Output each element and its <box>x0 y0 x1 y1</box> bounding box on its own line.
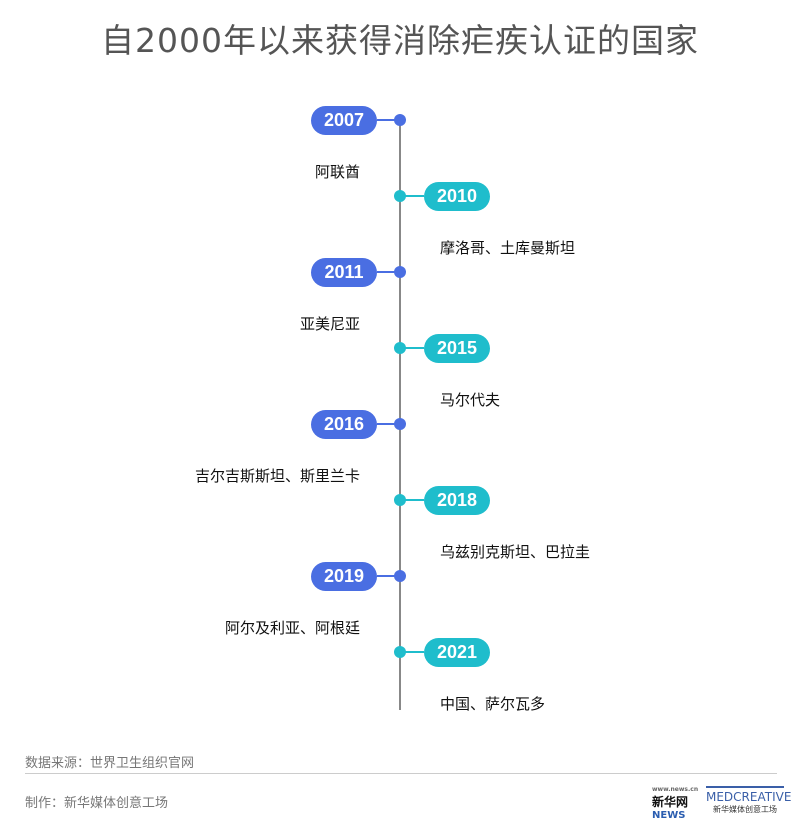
year-badge: 2016 <box>311 410 377 439</box>
timeline-event: 2016 吉尔吉斯斯坦、斯里兰卡 <box>0 410 800 485</box>
timeline-dot <box>394 570 406 582</box>
year-badge: 2019 <box>311 562 377 591</box>
countries-label: 吉尔吉斯斯坦、斯里兰卡 <box>194 467 360 485</box>
timeline-event: 2018 乌兹别克斯坦、巴拉圭 <box>0 486 800 561</box>
countries-label: 马尔代夫 <box>440 391 501 409</box>
year-badge: 2015 <box>424 334 490 363</box>
timeline-dot <box>394 342 406 354</box>
connector <box>377 575 397 577</box>
media-creative-logo: MEDCREATIVE 新华媒体创意工场 <box>706 786 791 822</box>
data-source: 数据来源：世界卫生组织官网 <box>25 756 195 771</box>
year-badge: 2021 <box>424 638 490 667</box>
timeline-event: 2021 中国、萨尔瓦多 <box>0 638 800 713</box>
connector <box>403 347 424 349</box>
timeline-axis <box>399 120 401 710</box>
timeline-event: 2015 马尔代夫 <box>0 334 800 409</box>
connector <box>403 195 424 197</box>
countries-label: 亚美尼亚 <box>299 315 360 333</box>
timeline-dot <box>394 646 406 658</box>
year-badge: 2010 <box>424 182 490 211</box>
year-badge: 2011 <box>311 258 377 287</box>
timeline-dot <box>394 114 406 126</box>
year-badge: 2007 <box>311 106 377 135</box>
connector <box>377 119 397 121</box>
timeline-event: 2010 摩洛哥、土库曼斯坦 <box>0 182 800 257</box>
connector <box>403 651 424 653</box>
connector <box>377 271 397 273</box>
timeline-event: 2011 亚美尼亚 <box>0 258 800 333</box>
timeline-dot <box>394 266 406 278</box>
page-title: 自2000年以来获得消除疟疾认证的国家 <box>101 21 699 60</box>
connector <box>403 499 424 501</box>
countries-label: 阿联酋 <box>314 163 360 181</box>
xinhua-logo: www.news.cn 新华网 NEWS <box>652 786 699 821</box>
countries-label: 乌兹别克斯坦、巴拉圭 <box>440 543 591 561</box>
connector <box>377 423 397 425</box>
timeline-dot <box>394 494 406 506</box>
year-badge: 2018 <box>424 486 490 515</box>
timeline-dot <box>394 418 406 430</box>
timeline-event: 2019 阿尔及利亚、阿根廷 <box>0 562 800 637</box>
countries-label: 中国、萨尔瓦多 <box>440 695 546 713</box>
countries-label: 阿尔及利亚、阿根廷 <box>224 619 360 637</box>
divider <box>25 773 777 774</box>
timeline-dot <box>394 190 406 202</box>
timeline-event: 2007 阿联酋 <box>0 106 800 181</box>
countries-label: 摩洛哥、土库曼斯坦 <box>440 239 576 257</box>
credit: 制作：新华媒体创意工场 <box>25 796 169 811</box>
